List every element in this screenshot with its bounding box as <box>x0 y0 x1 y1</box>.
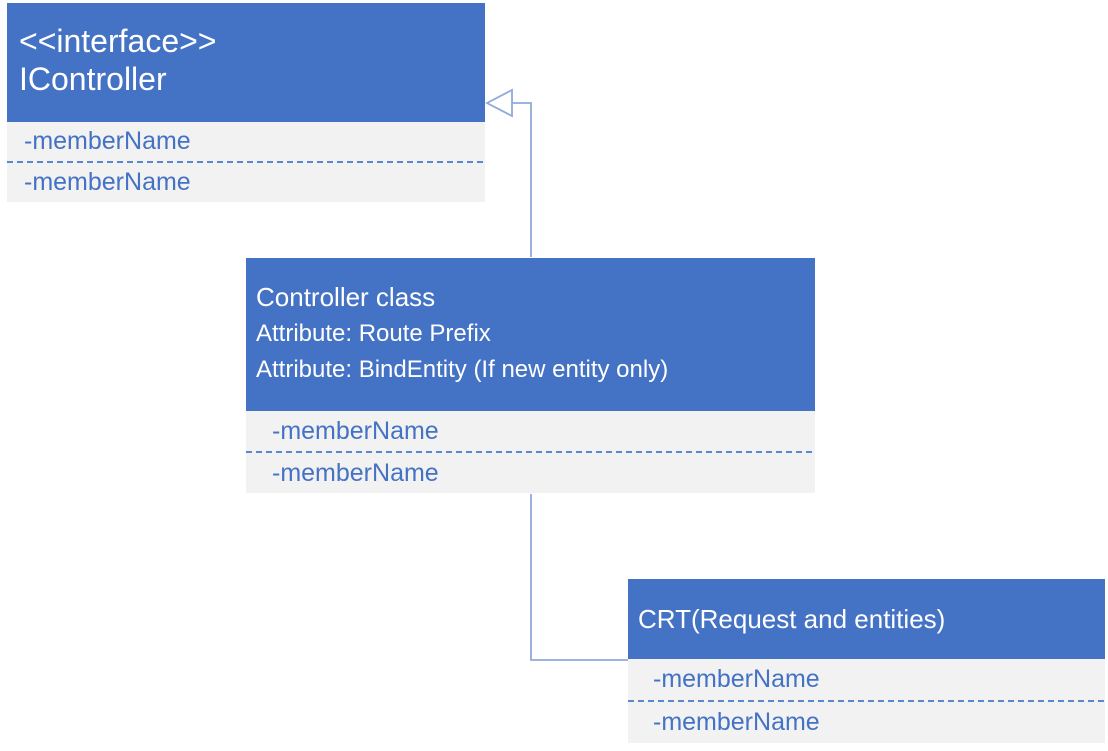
member-divider <box>7 161 485 163</box>
association-connector[interactable] <box>530 494 628 661</box>
class-box-controller[interactable]: Controller class Attribute: Route Prefix… <box>246 258 815 493</box>
class-member-section: -memberName -memberName <box>246 411 815 493</box>
association-line[interactable] <box>530 494 628 661</box>
class-header: CRT(Request and entities) <box>628 579 1105 659</box>
member-divider <box>246 451 815 453</box>
member-row[interactable]: -memberName <box>653 708 820 736</box>
class-header: <<interface>> IController <box>7 3 485 122</box>
class-header: Controller class Attribute: Route Prefix… <box>246 258 815 411</box>
class-attribute: Attribute: Route Prefix <box>256 320 491 347</box>
member-divider <box>628 700 1105 702</box>
class-member-section: -memberName -memberName <box>7 122 485 202</box>
member-row[interactable]: -memberName <box>653 665 820 693</box>
member-row[interactable]: -memberName <box>272 416 439 445</box>
hollow-triangle-arrow-icon <box>485 88 513 118</box>
class-box-crt[interactable]: CRT(Request and entities) -memberName -m… <box>628 579 1105 743</box>
class-member-section: -memberName -memberName <box>628 659 1105 743</box>
class-attribute: Attribute: BindEntity (If new entity onl… <box>256 356 669 383</box>
class-name: CRT(Request and entities) <box>638 603 946 634</box>
member-row[interactable]: -memberName <box>272 458 439 487</box>
class-stereotype: <<interface>> <box>19 23 217 59</box>
member-row[interactable]: -memberName <box>24 168 191 196</box>
inheritance-connector[interactable] <box>485 88 532 257</box>
class-name: Controller class <box>256 282 436 312</box>
class-box-icontroller[interactable]: <<interface>> IController -memberName -m… <box>7 3 485 202</box>
member-row[interactable]: -memberName <box>24 127 191 155</box>
inheritance-line[interactable] <box>512 102 532 257</box>
class-name: IController <box>19 61 167 97</box>
